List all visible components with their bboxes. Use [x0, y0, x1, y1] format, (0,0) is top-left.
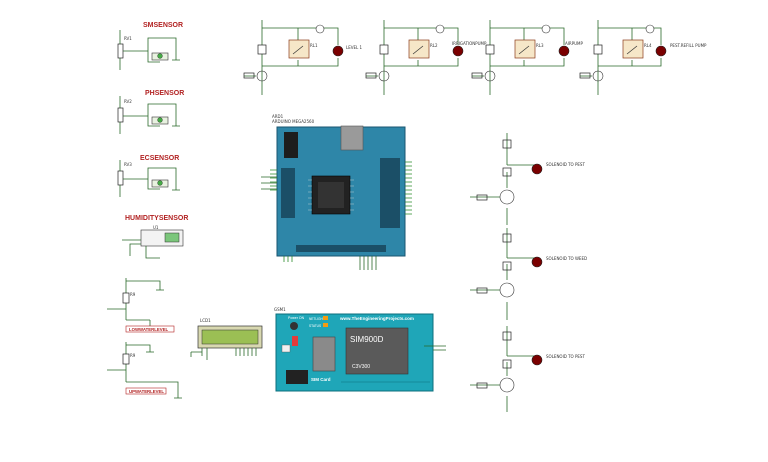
- gsm-url: www.TheEngineeringProjects.com: [339, 316, 414, 321]
- solenoid-stage-2: SOLENOID TO WEED: [470, 228, 587, 320]
- solenoid-3-label: SOLENOID TO PEST: [546, 354, 585, 359]
- low-level-label: LOWWATERLEVEL: [129, 327, 168, 332]
- relay-2-label: IRRIGATIONPUMP: [452, 41, 487, 46]
- up-water-level: R9 UPWATERLEVEL: [107, 342, 182, 399]
- relay-3-label: AIRPUMP: [565, 41, 583, 46]
- arduino-board: ARD1 ARDUINO MEGA2560: [261, 114, 412, 270]
- up-level-label: UPWATERLEVEL: [129, 389, 164, 394]
- relay-4-ref: RL4: [644, 43, 652, 48]
- ph-sensor-title: PHSENSOR: [145, 90, 184, 97]
- low-level-res-ref: R9: [130, 292, 136, 297]
- gsm-status-label: STATUS: [309, 324, 321, 328]
- gsm-ref: GSM1: [274, 307, 286, 312]
- arduino-ref: ARD1: [272, 114, 284, 119]
- ph-sensor-res-ref: RV2: [124, 99, 132, 104]
- relay-4-label: PEST.REFILL PUMP: [670, 43, 707, 48]
- relay-stage-2: RL2 IRRIGATIONPUMP: [365, 20, 487, 95]
- sm-sensor-resistor: [117, 43, 124, 59]
- ec-sensor-title: ECSENSOR: [140, 155, 179, 162]
- relay-1-label: LEVEL 1: [346, 45, 363, 50]
- relay-1-ref: RL1: [310, 43, 318, 48]
- sm-sensor: SMSENSOR RV1: [117, 22, 183, 70]
- svg-text:C3V300: C3V300: [352, 364, 370, 370]
- solenoid-2-label: SOLENOID TO WEED: [546, 256, 587, 261]
- solenoid-1-label: SOLENOID TO PEST: [546, 162, 585, 167]
- humidity-sensor: HUMIDITYSENSOR U1: [122, 215, 188, 259]
- ec-sensor: ECSENSOR RV3: [117, 155, 180, 197]
- ec-sensor-res-ref: RV3: [124, 162, 132, 167]
- gsm-sim-label: SIM Card: [311, 377, 331, 382]
- solenoid-stage-3: SOLENOID TO PEST: [470, 326, 585, 412]
- gsm-power-label: Power ON: [288, 316, 305, 320]
- relay-stage-4: RL4 PEST.REFILL PUMP: [579, 20, 707, 95]
- relay-2-ref: RL2: [430, 43, 438, 48]
- up-level-res-ref: R9: [130, 353, 136, 358]
- lcd-display: LCD1: [190, 318, 263, 360]
- humidity-sensor-title: HUMIDITYSENSOR: [125, 215, 188, 222]
- solenoid-stage-1: SOLENOID TO PEST: [470, 133, 585, 225]
- relay-stage-1: RL1 LEVEL 1: [243, 20, 363, 95]
- svg-text:ARDUINO MEGA2560: ARDUINO MEGA2560: [272, 119, 315, 124]
- humidity-chip-ref: U1: [153, 225, 159, 230]
- ph-sensor: PHSENSOR RV2: [117, 90, 184, 134]
- gsm-module: GSM1 www.TheEngineeringProjects.com SIM9…: [274, 307, 446, 392]
- relay-stage-3: RL3 AIRPUMP: [471, 20, 583, 95]
- sm-sensor-title: SMSENSOR: [143, 22, 183, 29]
- relay-3-ref: RL3: [536, 43, 544, 48]
- lcd-ref: LCD1: [200, 318, 211, 323]
- gsm-module-name: SIM900D: [350, 335, 384, 344]
- gsm-net-label: NETLIGHT: [309, 317, 325, 321]
- sm-sensor-res-ref: RV1: [124, 36, 132, 41]
- low-water-level: R9 LOWWATERLEVEL: [107, 278, 175, 333]
